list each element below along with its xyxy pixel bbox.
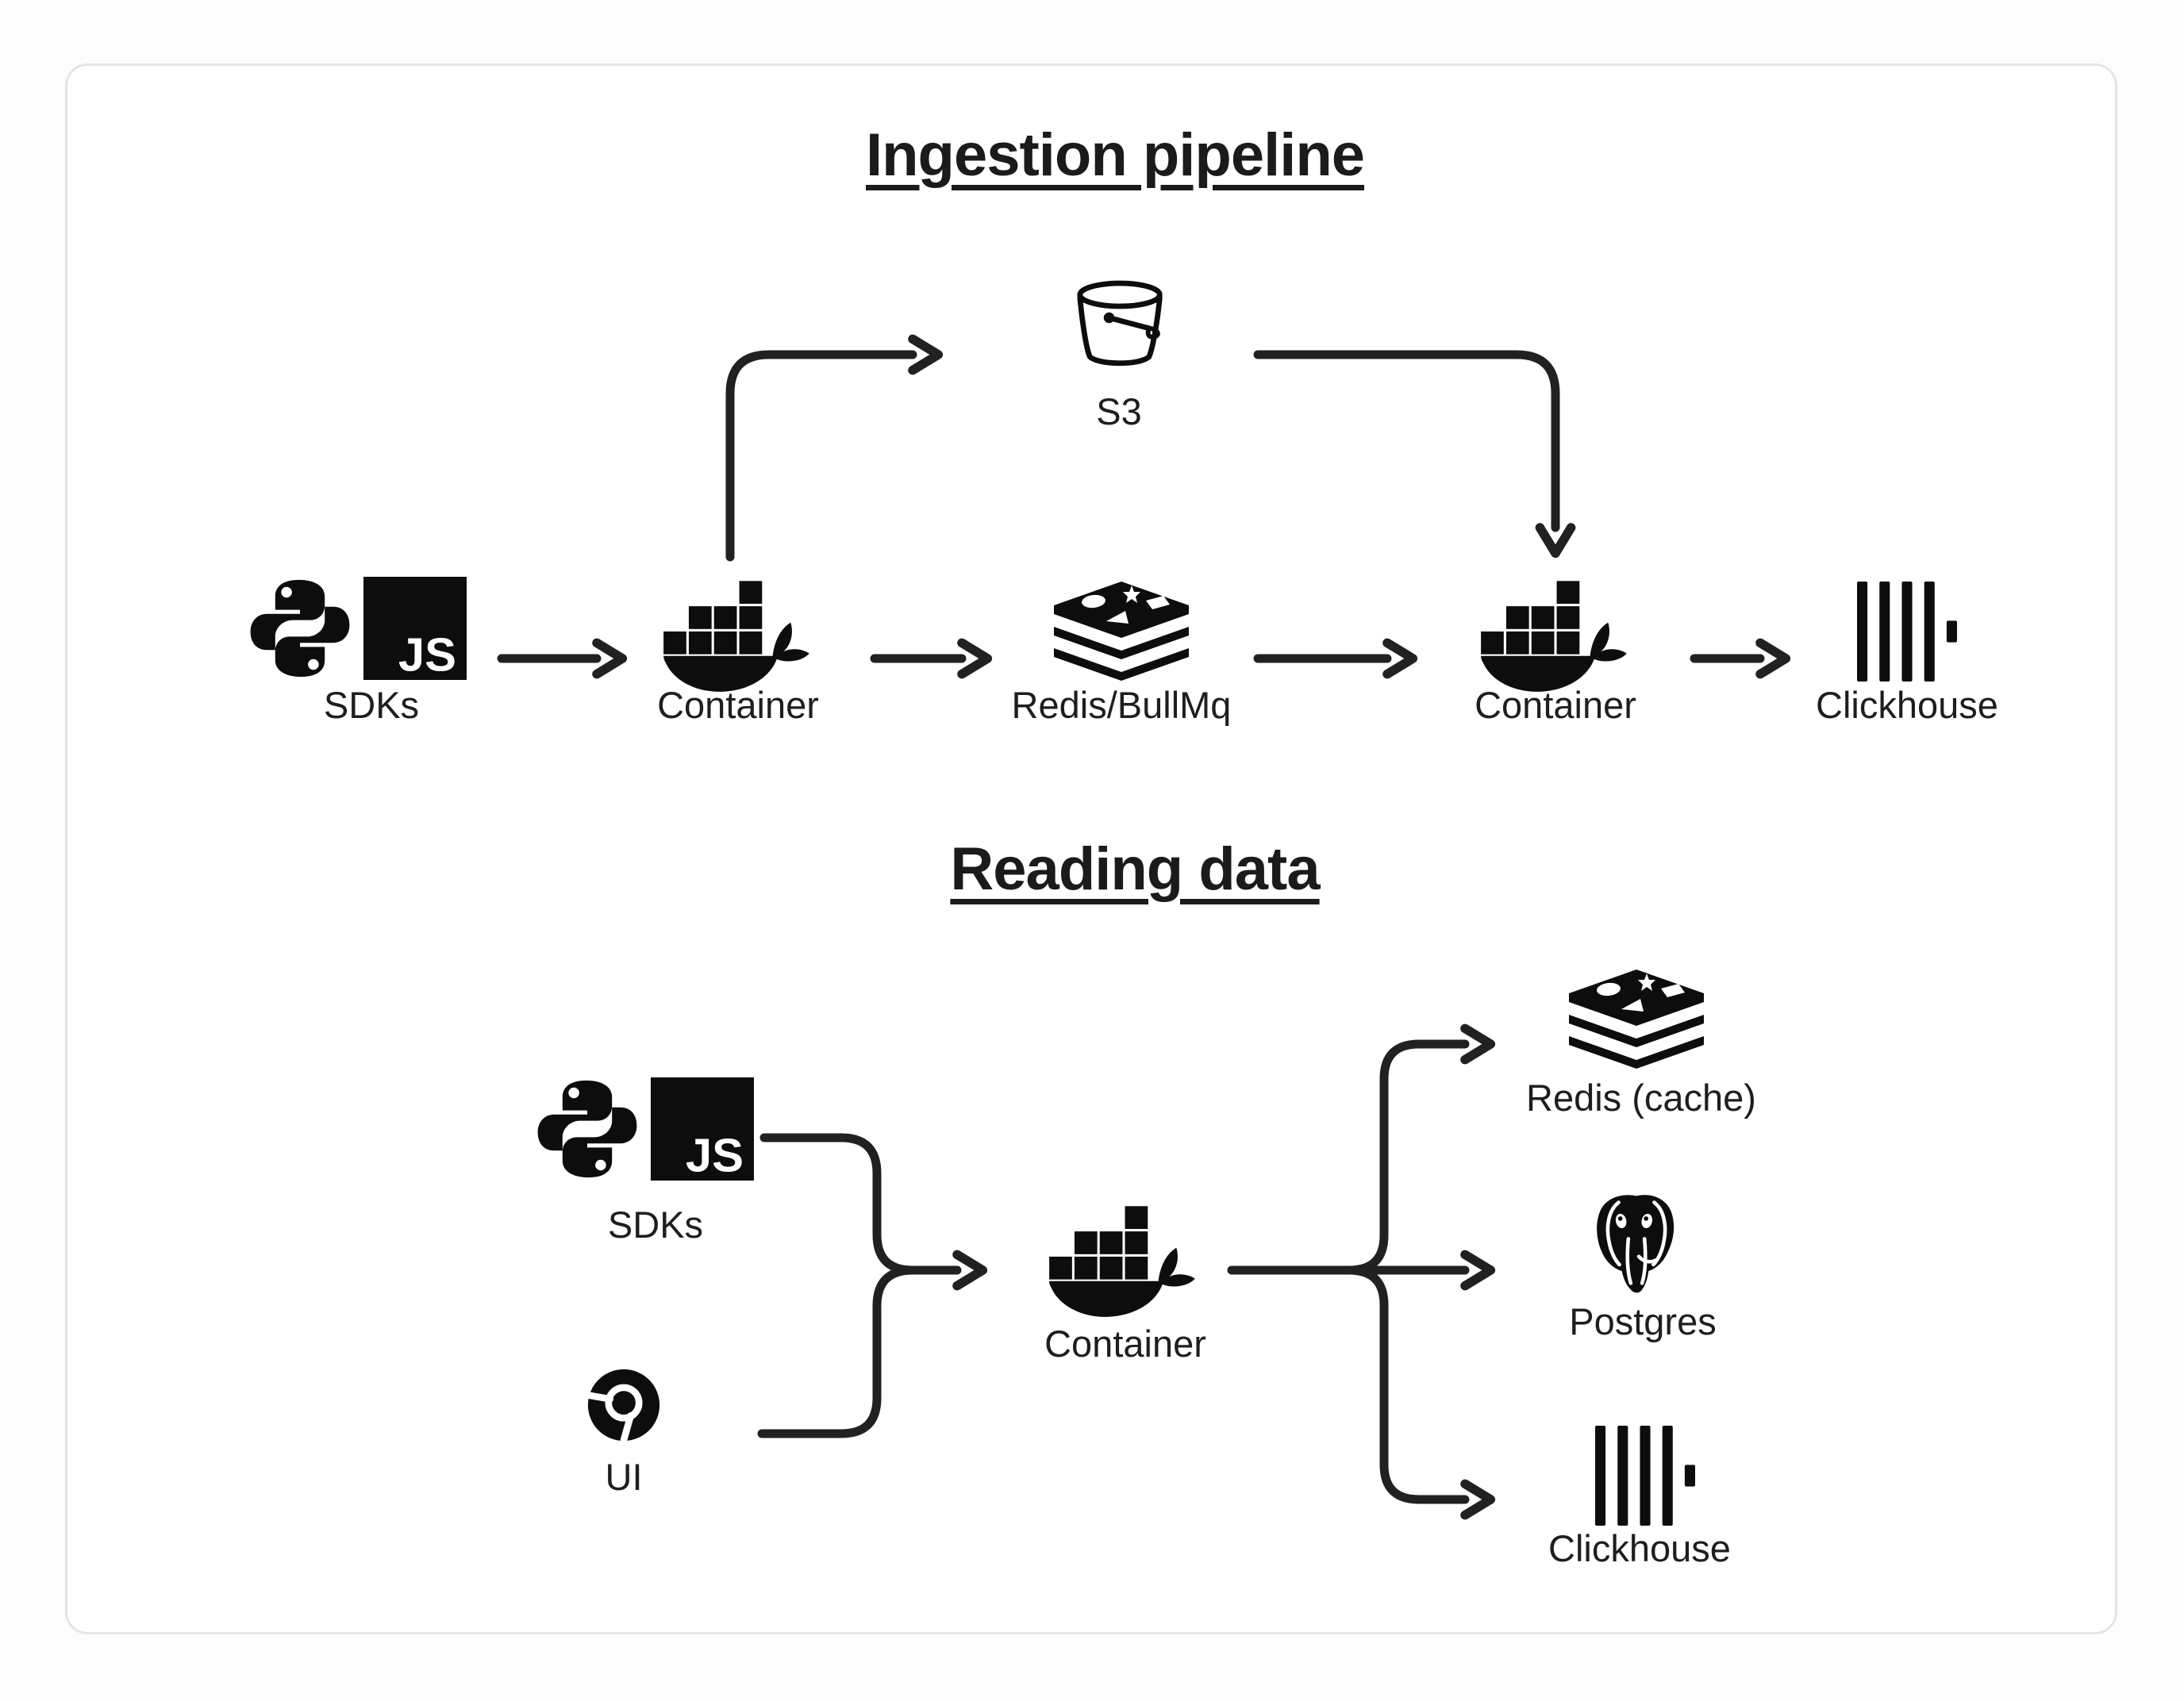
- ui-label: UI: [606, 1456, 643, 1498]
- clickhouse-label: Clickhouse: [1548, 1527, 1731, 1569]
- reading-data-title: Reading data: [950, 835, 1320, 903]
- postgres-icon: [1597, 1195, 1674, 1292]
- ingestion-section: SDKs Container S3 Redis/BullMq Container…: [250, 283, 1998, 726]
- clickhouse-icon: [1595, 1426, 1695, 1526]
- edge-s3-to-container-worker: [1253, 350, 1576, 559]
- docker-icon: [1049, 1206, 1195, 1317]
- redis-icon: [1569, 970, 1704, 1069]
- javascript-icon: [363, 577, 467, 680]
- sdks-label: SDKs: [324, 684, 419, 726]
- s3-bucket-icon: [1080, 283, 1160, 363]
- clickhouse-icon: [1857, 582, 1957, 682]
- edge-container-to-s3: [725, 334, 944, 562]
- container-worker-label: Container: [1475, 684, 1636, 726]
- python-icon: [250, 579, 350, 678]
- s3-label: S3: [1096, 390, 1142, 432]
- sdks-label: SDKs: [608, 1204, 703, 1246]
- edge-container-to-redis-cache: [1344, 1023, 1496, 1275]
- python-icon: [537, 1080, 637, 1178]
- chrome-icon: [588, 1369, 659, 1441]
- edge-container-to-clickhouse: [1344, 1265, 1496, 1520]
- redis-cache-label: Redis (cache): [1526, 1077, 1756, 1119]
- redis-icon: [1054, 582, 1189, 681]
- clickhouse-label: Clickhouse: [1816, 684, 1998, 726]
- container-label: Container: [1044, 1323, 1206, 1365]
- javascript-icon: [651, 1077, 754, 1181]
- docker-icon: [1481, 581, 1627, 692]
- edge-ui-to-container: [757, 1265, 917, 1438]
- edge-sdks-to-container: [759, 1133, 917, 1275]
- postgres-label: Postgres: [1569, 1300, 1716, 1342]
- reading-section: SDKs UI Container Redis (cache) Postgres…: [537, 970, 1756, 1569]
- redis-bullmq-label: Redis/BullMq: [1012, 684, 1232, 726]
- container-ingest-label: Container: [657, 684, 819, 726]
- docker-icon: [663, 581, 809, 692]
- ingestion-pipeline-title: Ingestion pipeline: [865, 121, 1365, 189]
- diagram-card: [65, 63, 2117, 1634]
